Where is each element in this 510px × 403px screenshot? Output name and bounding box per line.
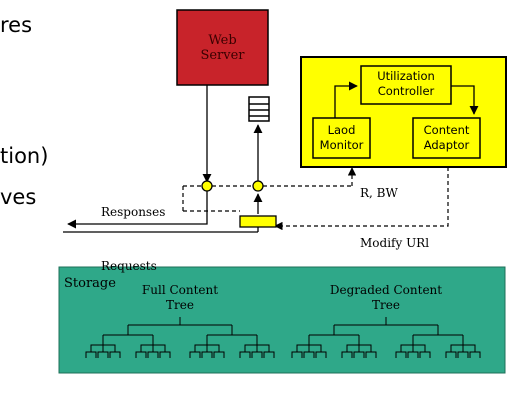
content-adaptor-line-1: Content bbox=[423, 123, 470, 137]
full-content-tree-icon bbox=[85, 317, 275, 358]
utilization-controller-label: Utilization Controller bbox=[361, 69, 451, 99]
content-adaptor-line-2: Adaptor bbox=[423, 138, 470, 152]
degraded-content-tree-line-2: Tree bbox=[372, 298, 400, 312]
slide-text-line-1: res bbox=[0, 13, 33, 37]
modify-url-label: Modify URl bbox=[360, 236, 430, 250]
degraded-content-tree-label: Degraded Content Tree bbox=[321, 283, 451, 313]
slide-text-line-2: tion) bbox=[0, 144, 49, 168]
requests-label: Requests bbox=[101, 259, 157, 273]
degraded-content-tree-line-1: Degraded Content bbox=[329, 283, 443, 297]
request-junction bbox=[252, 180, 264, 192]
utilization-controller-line-2: Controller bbox=[377, 84, 435, 98]
degraded-content-tree-icon bbox=[291, 317, 481, 358]
load-monitor-line-1: Laod bbox=[327, 123, 356, 137]
r-bw-label: R, BW bbox=[360, 186, 398, 200]
full-content-tree-label: Full Content Tree bbox=[130, 283, 230, 313]
content-adaptor-label: Content Adaptor bbox=[413, 123, 480, 153]
url-modifier-block bbox=[239, 215, 277, 228]
full-content-tree-line-2: Tree bbox=[166, 298, 194, 312]
full-content-tree-line-1: Full Content bbox=[141, 283, 219, 297]
request-queue-icon bbox=[248, 96, 270, 122]
utilization-controller-line-1: Utilization bbox=[377, 69, 435, 83]
web-server-box bbox=[176, 9, 269, 86]
slide-text-line-3: ves bbox=[0, 185, 37, 209]
load-monitor-label: Laod Monitor bbox=[313, 123, 370, 153]
load-monitor-box bbox=[312, 117, 371, 159]
storage-panel bbox=[58, 266, 506, 374]
web-server-line-2: Server bbox=[200, 48, 245, 63]
response-junction bbox=[201, 180, 213, 192]
utilization-controller-box bbox=[360, 65, 452, 105]
storage-title: Storage bbox=[64, 276, 116, 291]
web-server-label: Web Server bbox=[177, 33, 268, 63]
content-adaptor-box bbox=[412, 117, 481, 159]
responses-label: Responses bbox=[101, 205, 166, 219]
web-server-line-1: Web bbox=[208, 33, 237, 48]
load-monitor-line-2: Monitor bbox=[319, 138, 364, 152]
